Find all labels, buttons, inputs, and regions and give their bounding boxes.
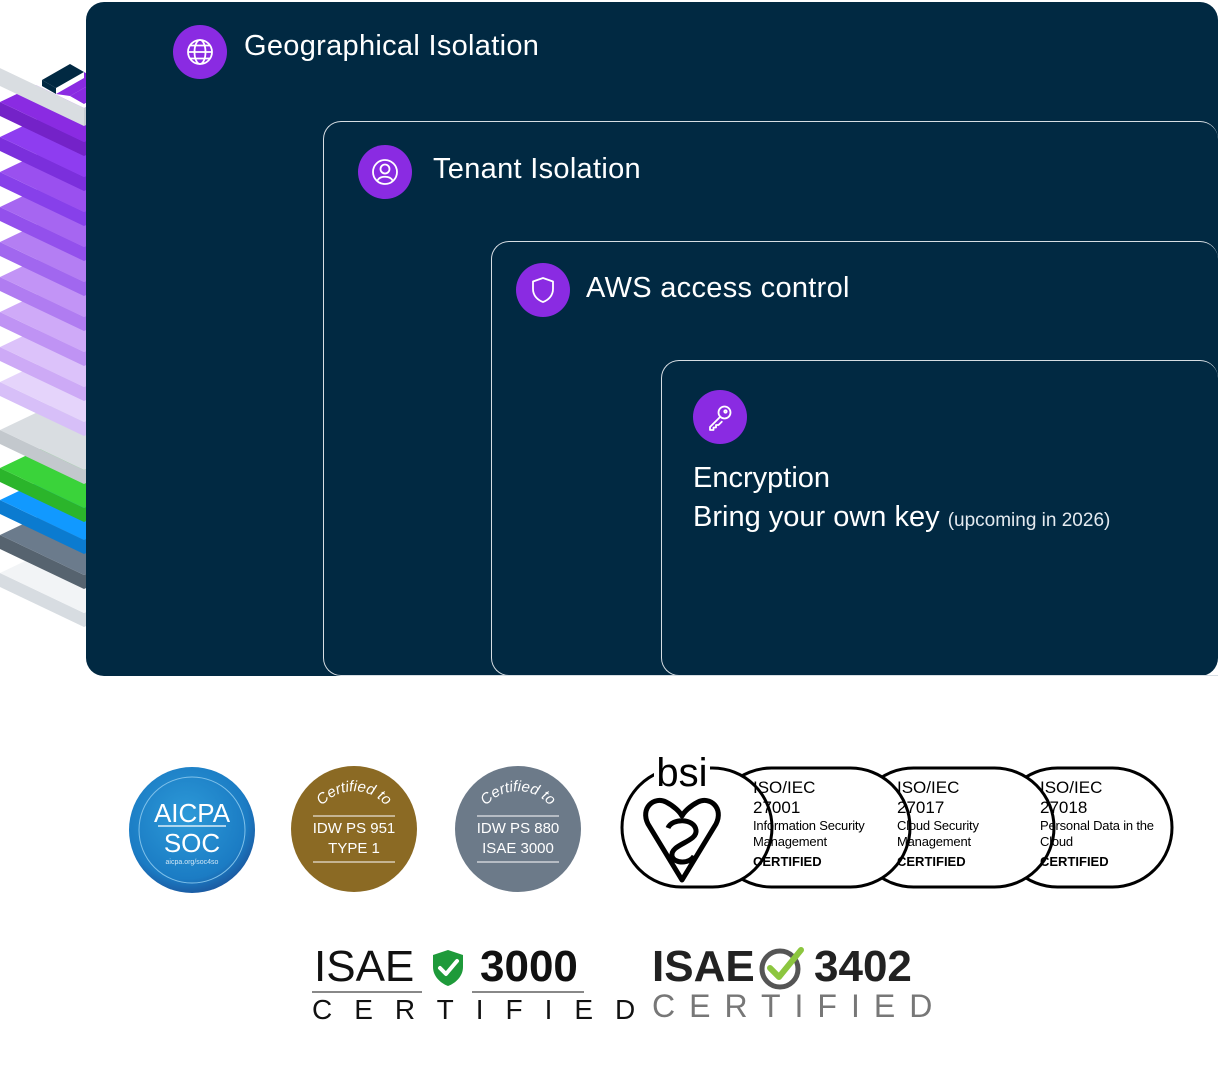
- byok-line: Bring your own key (upcoming in 2026): [693, 501, 1110, 534]
- key-icon: [693, 390, 747, 444]
- geographical-isolation-panel: Geographical Isolation: [86, 2, 1218, 676]
- bsi-certification-block: bsi ISO/IEC 27001 Information Security M…: [620, 751, 1176, 892]
- byok-text: Bring your own key: [693, 501, 940, 533]
- stack-layer-face: [0, 242, 84, 296]
- shield-icon: [516, 263, 570, 317]
- stack-layer-face: [0, 430, 84, 484]
- aicpa-soc-badge: AICPA SOC aicpa.org/soc4so: [128, 766, 256, 894]
- stack-layer-face: [0, 347, 84, 401]
- isae-3402-certified-logo: ISAE 3402 CERTIFIED: [652, 940, 932, 1030]
- stack-layer-face: [0, 312, 84, 366]
- stack-layer-face: [0, 500, 84, 554]
- isae3000-certified-text: CERTIFIED: [312, 994, 658, 1025]
- byok-note: (upcoming in 2026): [947, 510, 1111, 531]
- user-circle-icon: [358, 145, 412, 199]
- isae3000-left: ISAE: [314, 942, 415, 991]
- tenant-isolation-panel: Tenant Isolation: [323, 121, 1218, 676]
- idw951-line2: TYPE 1: [328, 840, 380, 857]
- isae3402-certified-text: CERTIFIED: [652, 988, 947, 1024]
- isae3000-right: 3000: [480, 942, 578, 991]
- geographical-isolation-title: Geographical Isolation: [244, 30, 540, 62]
- bsi-cert-27017: ISO/IEC 27017 Cloud Security Management …: [897, 778, 979, 869]
- encryption-panel: Encryption Bring your own key (upcoming …: [661, 360, 1218, 676]
- bsi-cert-27001: ISO/IEC 27001 Information Security Manag…: [753, 778, 865, 869]
- green-shield-check-icon: [433, 950, 463, 986]
- idw880-line1: IDW PS 880: [476, 820, 560, 837]
- idw951-line1: IDW PS 951: [312, 820, 396, 837]
- aicpa-label: AICPA: [153, 798, 231, 828]
- aws-access-control-title: AWS access control: [586, 272, 850, 304]
- stack-layer-face: [0, 137, 84, 191]
- idw-ps-880-badge: Certified to IDW PS 880 ISAE 3000: [455, 766, 581, 892]
- aicpa-url: aicpa.org/soc4so: [165, 859, 219, 866]
- stack-layer-face: [0, 573, 84, 627]
- isae-3000-certified-logo: ISAE 3000 CERTIFIED: [312, 940, 635, 1030]
- bsi-kitemark-icon: [643, 798, 721, 883]
- stack-layer-face: [0, 535, 84, 589]
- stack-layer-face: [0, 277, 84, 331]
- tenant-isolation-title: Tenant Isolation: [433, 153, 641, 185]
- bsi-cert-27018: ISO/IEC 27018 Personal Data in the Cloud…: [1040, 778, 1154, 869]
- globe-icon: [173, 25, 227, 79]
- idw880-line2: ISAE 3000: [482, 840, 554, 857]
- encryption-title: Encryption: [693, 462, 831, 494]
- stack-layer-face: [0, 468, 84, 522]
- stack-layer-face: [0, 172, 84, 226]
- isae3402-right: 3402: [814, 942, 912, 991]
- stack-layer-face: [0, 382, 84, 436]
- bsi-logo-text: bsi: [656, 752, 707, 795]
- isae3402-left: ISAE: [652, 942, 755, 991]
- stack-layer-face: [0, 68, 84, 126]
- gray-circle-check-icon: [759, 947, 804, 990]
- soc-label: SOC: [163, 828, 221, 858]
- stack-layer-face: [0, 207, 84, 261]
- stack-layer-face: [0, 102, 84, 156]
- idw-ps-951-badge: Certified to IDW PS 951 TYPE 1: [291, 766, 417, 892]
